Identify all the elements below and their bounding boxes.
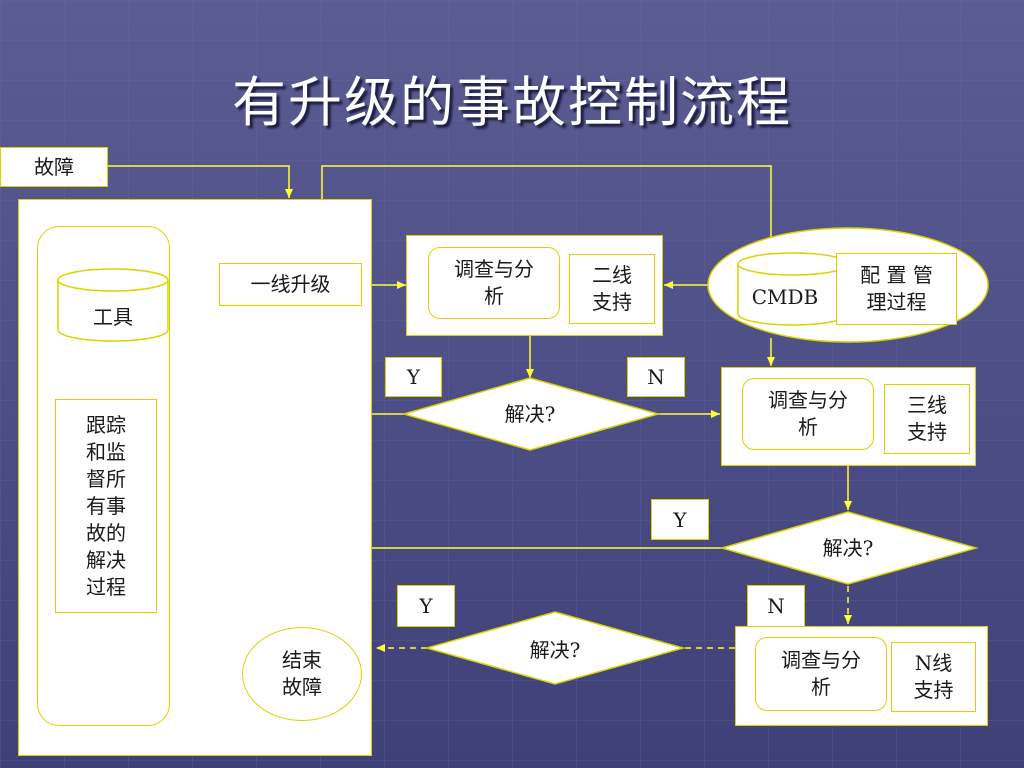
end-fault-node: 结束 故障 bbox=[242, 627, 362, 721]
n-line-support: N线 支持 bbox=[891, 642, 976, 712]
decision-label-1: 解决? bbox=[504, 402, 556, 426]
no-label: N bbox=[627, 357, 685, 397]
decision-label-2: 解决? bbox=[822, 536, 874, 560]
tracking-line: 过程 bbox=[86, 574, 126, 599]
no-label: N bbox=[747, 585, 805, 627]
third-line-support: 三线 支持 bbox=[884, 384, 970, 454]
config-mgmt-box: 配 置 管 理过程 bbox=[836, 253, 957, 325]
tracking-line: 有事 bbox=[86, 493, 126, 518]
support-line: 支持 bbox=[913, 678, 954, 702]
cmdb-label: CMDB bbox=[751, 285, 819, 309]
yes-label: Y bbox=[385, 357, 442, 397]
investigate-line: 析 bbox=[484, 284, 504, 308]
yes-label: Y bbox=[651, 499, 709, 540]
end-fault-line: 故障 bbox=[282, 675, 322, 699]
decision-diamond-1 bbox=[401, 377, 661, 451]
investigate-box-n: 调查与分 析 bbox=[755, 637, 887, 711]
investigate-line: 调查与分 bbox=[454, 257, 534, 281]
second-line-support: 二线 支持 bbox=[569, 254, 655, 324]
first-line-escalation: 一线升级 bbox=[219, 263, 362, 306]
tools-cylinder-icon bbox=[57, 268, 169, 342]
tracking-line: 和监 bbox=[86, 439, 126, 464]
investigate-line: 析 bbox=[798, 415, 818, 439]
investigate-line: 调查与分 bbox=[768, 388, 848, 412]
support-line: 支持 bbox=[592, 290, 632, 314]
decision-diamond-3 bbox=[424, 611, 686, 685]
investigate-line: 调查与分 bbox=[781, 648, 861, 672]
decision-diamond-2 bbox=[719, 511, 979, 585]
config-line: 理过程 bbox=[866, 290, 927, 314]
support-line: 二线 bbox=[592, 263, 632, 287]
tracking-box: 跟踪 和监 督所 有事 故的 解决 过程 bbox=[55, 399, 157, 613]
investigate-box-2: 调查与分 析 bbox=[428, 247, 560, 319]
yes-label: Y bbox=[397, 585, 455, 627]
tracking-line: 解决 bbox=[86, 547, 126, 572]
support-line: N线 bbox=[914, 651, 953, 675]
support-line: 三线 bbox=[907, 393, 947, 417]
tracking-line: 故的 bbox=[86, 520, 126, 545]
investigate-line: 析 bbox=[811, 675, 831, 699]
config-line: 配 置 管 bbox=[860, 263, 933, 287]
support-line: 支持 bbox=[907, 420, 947, 444]
page-title: 有升级的事故控制流程 bbox=[232, 71, 792, 134]
fault-box: 故障 bbox=[0, 147, 108, 187]
investigate-box-3: 调查与分 析 bbox=[742, 378, 874, 450]
tracking-line: 跟踪 bbox=[86, 412, 126, 437]
tracking-line: 督所 bbox=[86, 466, 126, 491]
decision-label-3: 解决? bbox=[529, 638, 581, 662]
tools-label: 工具 bbox=[93, 305, 133, 329]
end-fault-line: 结束 bbox=[282, 648, 322, 672]
